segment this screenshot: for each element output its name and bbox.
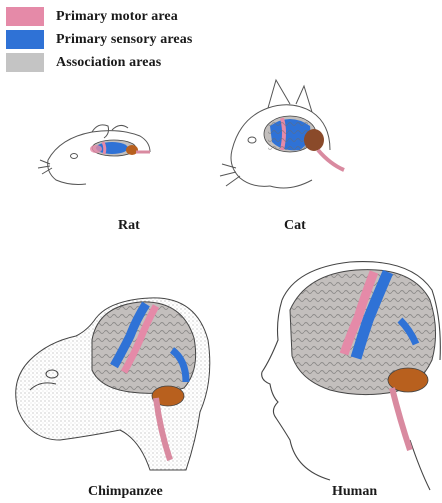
rat-illustration xyxy=(38,125,150,185)
rat-brain xyxy=(90,140,150,156)
caption-human: Human xyxy=(332,484,377,500)
caption-chimpanzee: Chimpanzee xyxy=(88,484,163,500)
human-illustration xyxy=(262,262,441,490)
human-brain xyxy=(290,270,436,450)
cat-illustration xyxy=(220,80,344,188)
cat-brain xyxy=(264,116,344,170)
caption-cat: Cat xyxy=(284,218,306,234)
caption-rat: Rat xyxy=(118,218,140,234)
chimpanzee-illustration xyxy=(16,298,210,470)
